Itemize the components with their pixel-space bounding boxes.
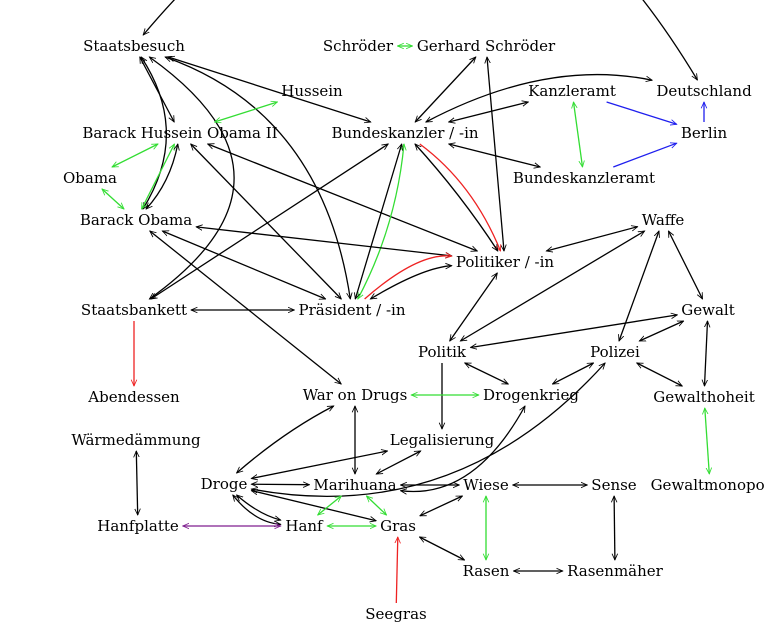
node-waermedaemmung: Wärmedämmung [71,431,201,449]
node-gewalthoheit: Gewalthoheit [653,388,755,406]
node-drogenkrieg: Drogenkrieg [483,386,579,404]
edge-polizei-gewalthoheit [637,362,682,387]
edge-praesident-politiker [370,266,451,300]
node-schroeder: Schröder [323,37,394,55]
node-staatsbankett: Staatsbankett [81,301,187,319]
node-abendessen: Abendessen [87,388,180,406]
node-staatsbesuch: Staatsbesuch [83,37,185,55]
node-legalisierung: Legalisierung [390,431,495,449]
edge-gras-rasen [420,536,465,561]
edge-barackobama-bho2 [141,144,175,209]
node-kanzleramt: Kanzleramt [528,82,616,100]
edge-waermedaemmung-hanfplatte [136,451,137,515]
node-wiese: Wiese [463,476,509,494]
node-gewalt: Gewalt [681,301,734,319]
edge-barackobama-politiker [196,227,452,256]
node-bho2: Barack Hussein Obama II [82,124,277,142]
node-gewaltmonopol: Gewaltmonopol [651,476,765,494]
edge-droge-hanf [237,495,281,520]
node-obama: Obama [63,169,117,187]
node-gschroeder: Gerhard Schröder [417,37,556,55]
node-hanf: Hanf [285,517,324,535]
edge-bundeskanzleramt-berlin [613,143,676,168]
edge-legalisierung-droge [251,451,387,479]
edge-gewalthoheit-gewaltmonopol [705,408,710,474]
node-praesident: Präsident / -in [299,301,406,319]
edge-kanzleramt-berlin [606,101,677,124]
edge-kanzleramt-bundeskanzleramt [574,102,583,167]
edge-obama-bho2 [112,143,158,168]
edge-polizei-droge [251,363,605,498]
node-deutschland: Deutschland [656,82,752,100]
edge-layer [102,0,710,604]
edge-gras-wiese [420,495,463,517]
node-sense: Sense [591,476,637,494]
edge-waffe-gewalt [667,231,704,299]
edge-gewalt-gewalthoheit [705,321,708,386]
edge-obama-barackobama [102,189,124,209]
node-berlin: Berlin [681,124,728,142]
node-waronDrugs: War on Drugs [303,386,408,404]
edge-praesident-politiker [364,256,452,300]
edge-bundeskanzler-praesident [357,144,404,299]
node-waffe: Waffe [642,211,685,229]
edge-sense-rasenmaeher [614,496,615,560]
node-hussein: Hussein [281,82,343,100]
node-polizei: Polizei [590,343,640,361]
edge-politiker-politik [450,273,498,341]
edge-bho2-barackobama [146,144,178,209]
edge-staatsbesuch-staatsbankett [149,57,235,299]
node-gras: Gras [380,517,416,535]
node-layer: Staatsbesuch Schröder Gerhard SchröderDeut… [63,37,765,623]
edge-gewalt-polizei [639,320,683,342]
edge-politik-drogenkrieg [465,362,508,385]
node-rasenmaeher: Rasenmäher [567,562,664,580]
node-marihuana: Marihuana [313,476,396,494]
edge-legalisierung-marihuana [376,450,420,475]
node-bundeskanzleramt: Bundeskanzleramt [513,169,655,187]
edge-hussein-bho2 [215,102,278,122]
edge-drogenkrieg-marihuana [401,406,526,492]
edge-barackobama-praesident [162,230,325,300]
edge-bundeskanzler-politiker [415,144,498,251]
node-politik: Politik [418,343,467,361]
edge-gewalt-politik [471,315,678,348]
edge-bundeskanzler-deutschland [426,73,652,123]
edge-staatsbesuch-bho2 [139,57,175,122]
node-rasen: Rasen [463,562,510,580]
edge-seegras-gras [396,537,398,604]
edge-waffe-polizei [619,231,659,341]
node-hanfplatte: Hanfplatte [97,517,179,535]
node-barackobama: Barack Obama [80,211,192,229]
node-droge: Droge [201,475,248,493]
edge-marihuana-gras [367,496,387,515]
edge-waronDrugs-droge [237,405,334,473]
node-seegras: Seegras [365,605,426,623]
edge-politiker-waffe [546,227,637,251]
node-politiker: Politiker / -in [456,253,555,271]
edge-droge-marihuana [251,484,309,485]
node-bundeskanzler: Bundeskanzler / -in [331,124,478,142]
edge-marihuana-hanf [318,496,342,515]
